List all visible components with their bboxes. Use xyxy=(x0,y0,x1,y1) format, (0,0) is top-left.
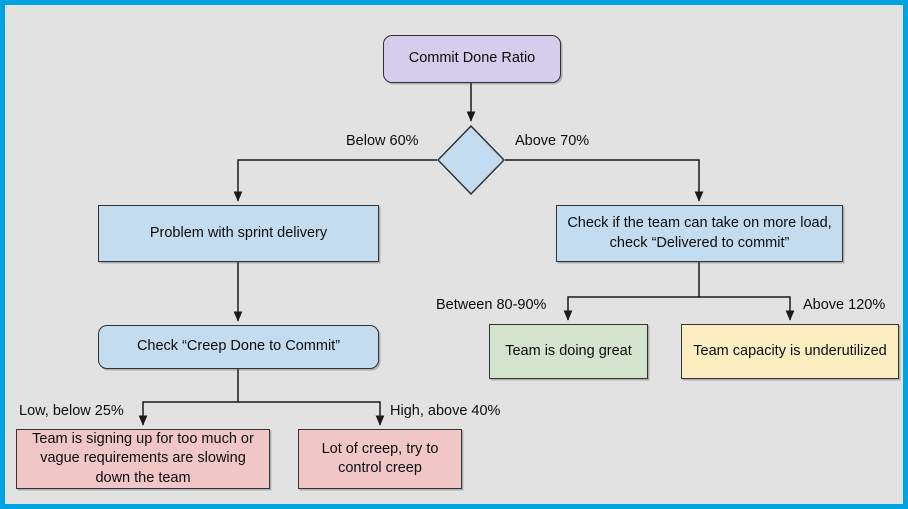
node-team-capacity-underutilized[interactable]: Team capacity is underutilized xyxy=(681,324,899,379)
edge-label-between-80-90: Between 80-90% xyxy=(436,297,547,313)
node-lot-of-creep[interactable]: Lot of creep, try to control creep xyxy=(298,429,462,489)
node-commit-done-ratio[interactable]: Commit Done Ratio xyxy=(383,35,561,83)
node-label: Team is doing great xyxy=(505,342,632,359)
node-label: Lot of creep, try to control creep xyxy=(321,440,439,476)
edge-label-low-below-25: Low, below 25% xyxy=(19,403,124,419)
node-label: Commit Done Ratio xyxy=(408,50,536,67)
edge-label-below-60: Below 60% xyxy=(346,133,419,149)
edge-label-above-70: Above 70% xyxy=(515,133,590,149)
edge-label-above-120: Above 120% xyxy=(803,297,886,313)
node-check-creep-done-to-commit[interactable]: Check “Creep Done to Commit” xyxy=(98,325,379,369)
decision-diamond[interactable] xyxy=(436,124,506,196)
node-problem-with-sprint-delivery[interactable]: Problem with sprint delivery xyxy=(98,205,379,262)
node-label: Problem with sprint delivery xyxy=(149,224,328,241)
node-label: Check “Creep Done to Commit” xyxy=(136,338,341,355)
node-check-team-capacity[interactable]: Check if the team can take on more load,… xyxy=(556,205,843,262)
node-label: Check if the team can take on more load,… xyxy=(567,215,832,251)
node-team-is-doing-great[interactable]: Team is doing great xyxy=(489,324,648,379)
node-label: Team is signing up for too much or vague… xyxy=(32,431,254,486)
edge-label-high-above-40: High, above 40% xyxy=(390,403,501,419)
node-team-signing-up-too-much[interactable]: Team is signing up for too much or vague… xyxy=(16,429,270,489)
node-label: Team capacity is underutilized xyxy=(693,342,887,359)
